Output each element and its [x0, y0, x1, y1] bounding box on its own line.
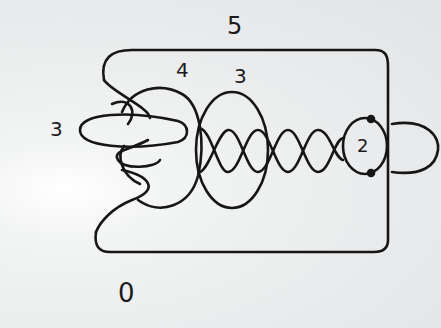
- framing-number: 5: [227, 14, 242, 38]
- twist-strand: [200, 128, 343, 172]
- left-tangle: [104, 80, 160, 167]
- left-loop: [80, 115, 187, 147]
- left-tangle: [112, 102, 140, 184]
- four-loop: [122, 88, 201, 208]
- dot: [368, 170, 374, 176]
- right-loop: [392, 123, 438, 173]
- framing-number: 2: [357, 137, 368, 155]
- small-circle: [343, 118, 387, 174]
- framing-number: 3: [234, 66, 247, 86]
- left-tangle: [96, 170, 149, 232]
- outer-loop: [96, 50, 388, 252]
- framing-number: 0: [118, 280, 135, 306]
- framing-number: 4: [176, 60, 189, 80]
- dot: [368, 116, 374, 122]
- framing-number: 3: [50, 119, 63, 139]
- middle-circle: [196, 92, 268, 208]
